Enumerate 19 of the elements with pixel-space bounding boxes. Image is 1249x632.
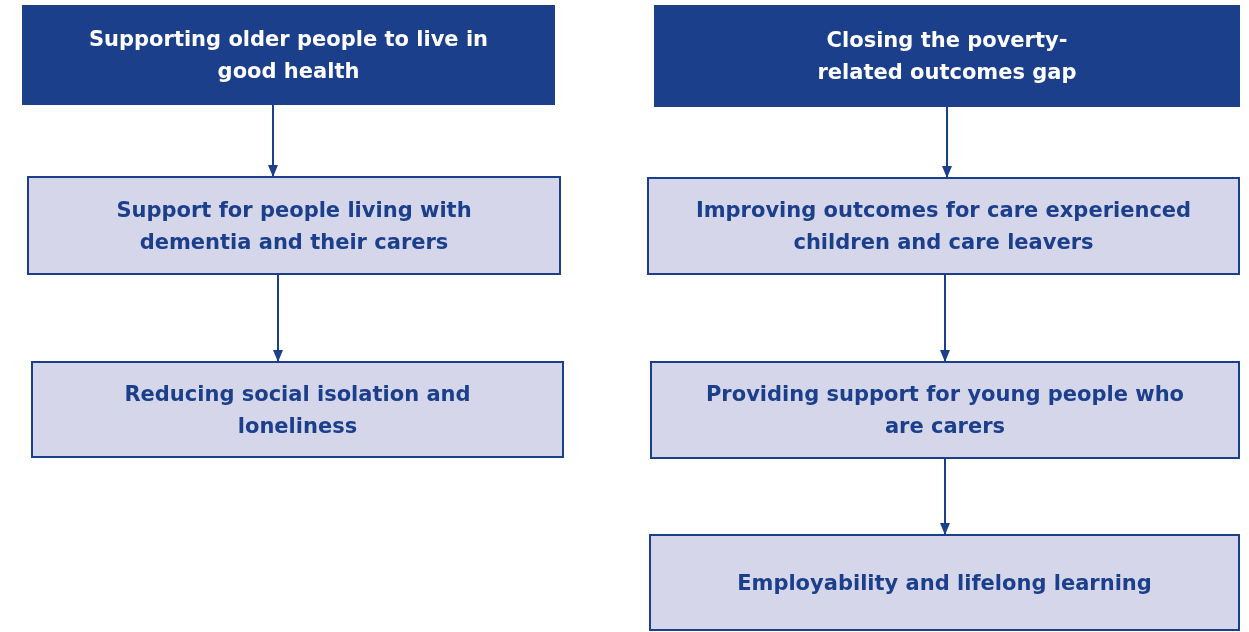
- box-text: Supporting older people to live in good health: [87, 26, 490, 85]
- process-box: [31, 361, 564, 458]
- box-text: Providing support for young people who are carers: [704, 381, 1186, 440]
- heading-box: [22, 5, 555, 105]
- process-box: [647, 177, 1240, 275]
- box-text: Reducing social isolation and loneliness: [123, 380, 472, 440]
- arrow: [940, 274, 950, 362]
- arrow: [942, 106, 952, 178]
- process-box: [649, 534, 1240, 631]
- arrow: [940, 458, 950, 535]
- box-text: Employability and lifelong learning: [737, 569, 1152, 597]
- arrow: [268, 104, 278, 177]
- box-text: Improving outcomes for care experienced children and care leavers: [694, 197, 1193, 256]
- process-box: [650, 361, 1240, 459]
- box-text: Support for people living with dementia and their carers: [115, 196, 473, 256]
- arrow: [273, 274, 283, 362]
- box-text: Closing the poverty-related outcomes gap: [816, 27, 1078, 86]
- heading-box: [654, 5, 1240, 107]
- process-box: [27, 176, 561, 275]
